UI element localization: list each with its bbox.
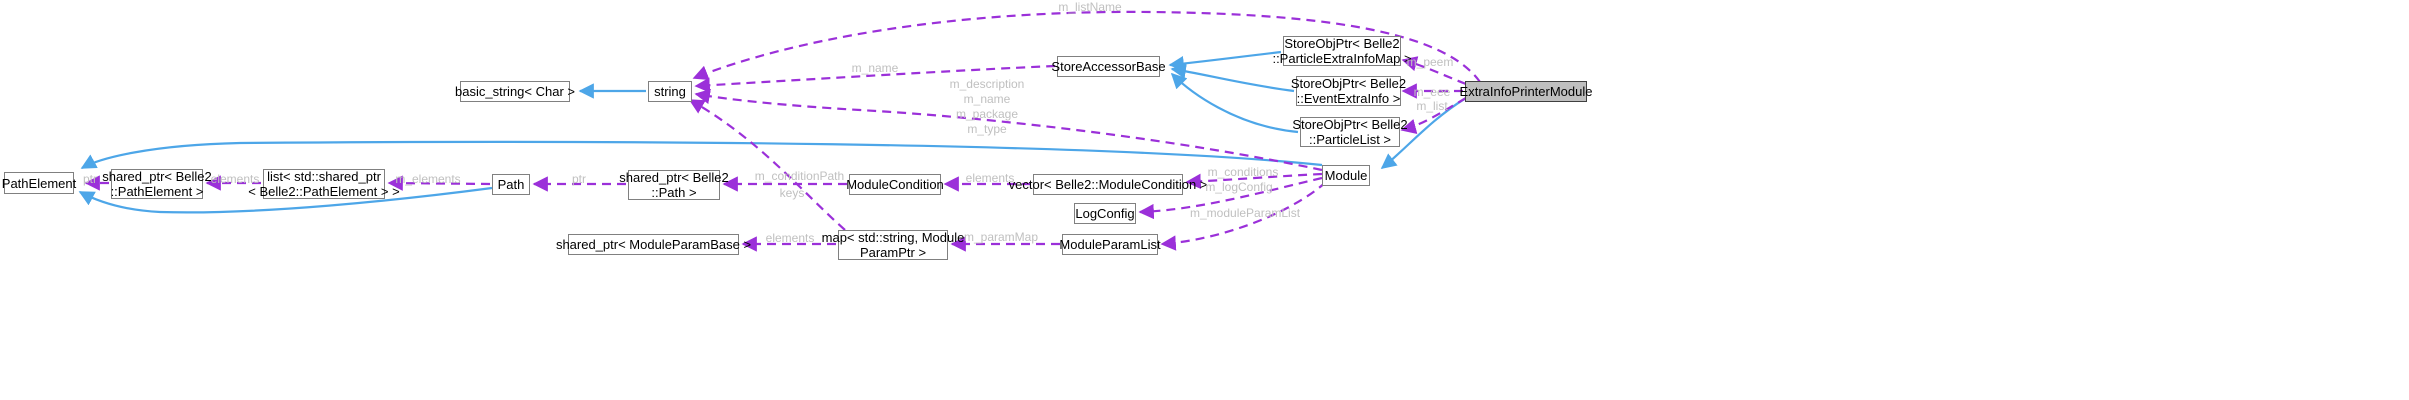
node-pathelement[interactable]: PathElement — [2, 172, 76, 194]
node-modulecondition[interactable]: ModuleCondition — [846, 174, 944, 195]
edge-sop-peim-sab — [1168, 50, 1282, 72]
edge-label-lbl_m_peem: m_peem — [1406, 55, 1454, 69]
edge-label-lbl_elements_2: elements — [965, 171, 1015, 185]
edge-label-lbl_m_eee: m_eee — [1413, 85, 1451, 99]
node-storeaccessorbase[interactable]: StoreAccessorBase — [1051, 56, 1166, 77]
node-list_pathelement[interactable]: list< std::shared_ptr < Belle2::PathElem… — [248, 169, 400, 199]
edge-label-lbl_m_listName: m_listName — [1058, 0, 1122, 14]
edge-map-string — [688, 99, 846, 231]
node-sp_moduleparambase[interactable]: shared_ptr< ModuleParamBase > — [556, 234, 751, 255]
node-sp_pathelement[interactable]: shared_ptr< Belle2 ::PathElement > — [102, 169, 212, 199]
edge-label-lbl_m_conditionPath: m_conditionPath — [754, 169, 845, 183]
edge-label-lbl_m_desc_group: m_description m_name m_package m_type — [949, 77, 1025, 136]
edge-label-lbl_m_name_top: m_name — [851, 61, 899, 75]
node-sop_particleextra[interactable]: StoreObjPtr< Belle2 ::ParticleExtraInfoM… — [1272, 36, 1412, 66]
edge-label-lbl_elements_1: elements — [210, 172, 260, 186]
node-sop_particlelist[interactable]: StoreObjPtr< Belle2 ::ParticleList > — [1292, 117, 1408, 147]
edge-label-lbl_m_elements: m_elements — [395, 172, 461, 186]
node-basic_string[interactable]: basic_string< Char > — [455, 81, 575, 102]
edge-sop-eei-sab — [1170, 63, 1295, 93]
node-path[interactable]: Path — [492, 174, 530, 195]
node-moduleparamlist[interactable]: ModuleParamList — [1059, 234, 1161, 255]
edge-label-lbl_m_moduleParamList: m_moduleParamList — [1190, 206, 1301, 220]
edge-label-lbl_keys: keys — [779, 186, 805, 200]
edge-label-lbl_ptr_1: ptr — [82, 172, 97, 186]
edge-label-lbl_m_paramMap: m_paramMap — [963, 230, 1039, 244]
node-extrainfoprinter[interactable]: ExtraInfoPrinterModule — [1460, 81, 1592, 102]
edge-label-lbl_m_conditions: m_conditions — [1207, 165, 1279, 179]
node-vec_modulecond[interactable]: vector< Belle2::ModuleCondition > — [1009, 174, 1207, 195]
edge-label-lbl_m_list: m_list — [1416, 99, 1448, 113]
edge-label-lbl_m_logConfig: m_logConfig — [1205, 180, 1273, 194]
edge-sop-pl-sab — [1170, 72, 1299, 134]
node-sop_eventextra[interactable]: StoreObjPtr< Belle2 ::EventExtraInfo > — [1290, 76, 1407, 106]
node-string[interactable]: string — [648, 81, 692, 102]
node-logconfig[interactable]: LogConfig — [1074, 203, 1136, 224]
edge-label-lbl_ptr_2: ptr — [571, 172, 586, 186]
edge-module-pathelement — [80, 140, 1323, 169]
node-sp_path[interactable]: shared_ptr< Belle2 ::Path > — [619, 170, 729, 200]
edge-label-lbl_elements_3: elements — [765, 231, 815, 245]
node-map_moduleparam[interactable]: map< std::string, Module ParamPtr > — [821, 230, 965, 260]
node-module[interactable]: Module — [1322, 165, 1370, 186]
